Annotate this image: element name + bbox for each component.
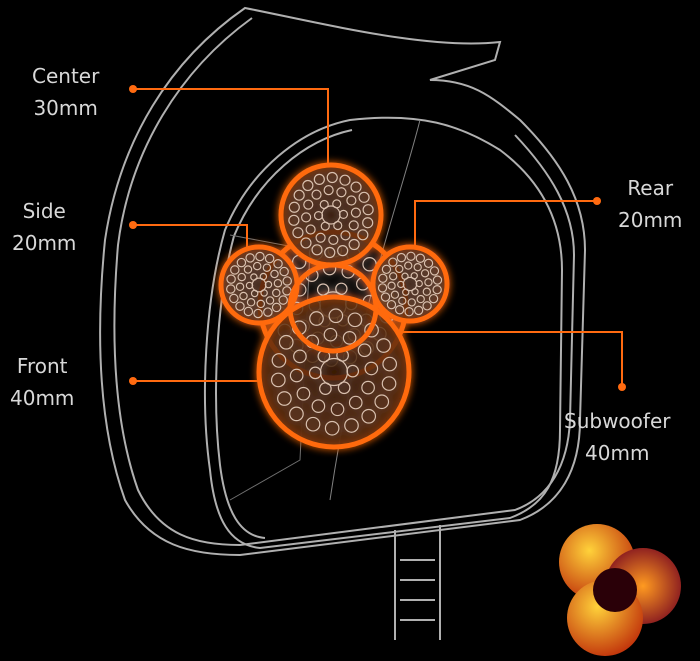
center-leader [133, 88, 329, 165]
rear-size: 20mm [618, 208, 683, 232]
rear-leader [414, 200, 597, 247]
leader-lines [133, 88, 623, 387]
center-size: 30mm [33, 96, 98, 120]
center-name: Center [32, 64, 100, 88]
side-name: Side [22, 199, 66, 223]
side-driver-label: Side 20mm [12, 195, 76, 259]
rear-name: Rear [627, 176, 674, 200]
subwoofer-dot [618, 383, 626, 391]
subwoofer-size: 40mm [585, 441, 650, 465]
center-dot [129, 85, 137, 93]
center-driver-holes [288, 171, 374, 259]
subwoofer-driver-label: Subwoofer 40mm [564, 405, 670, 469]
subwoofer-name: Subwoofer [564, 409, 671, 433]
kitguru-logo [559, 524, 681, 656]
inner-ring [287, 262, 379, 354]
front-driver [256, 294, 412, 450]
rear-driver-label: Rear 20mm [618, 172, 682, 236]
subwoofer-leader [400, 331, 623, 387]
side-leader [133, 224, 248, 255]
center-driver-label: Center 30mm [32, 60, 99, 124]
front-driver-label: Front 40mm [10, 350, 74, 414]
front-dot [129, 377, 137, 385]
side-driver-holes [226, 251, 292, 319]
side-size: 20mm [12, 231, 77, 255]
front-size: 40mm [10, 386, 75, 410]
rear-driver-holes [377, 251, 443, 317]
rear-dot [593, 197, 601, 205]
center-driver [278, 162, 384, 268]
side-dot [129, 221, 137, 229]
front-name: Front [16, 354, 68, 378]
